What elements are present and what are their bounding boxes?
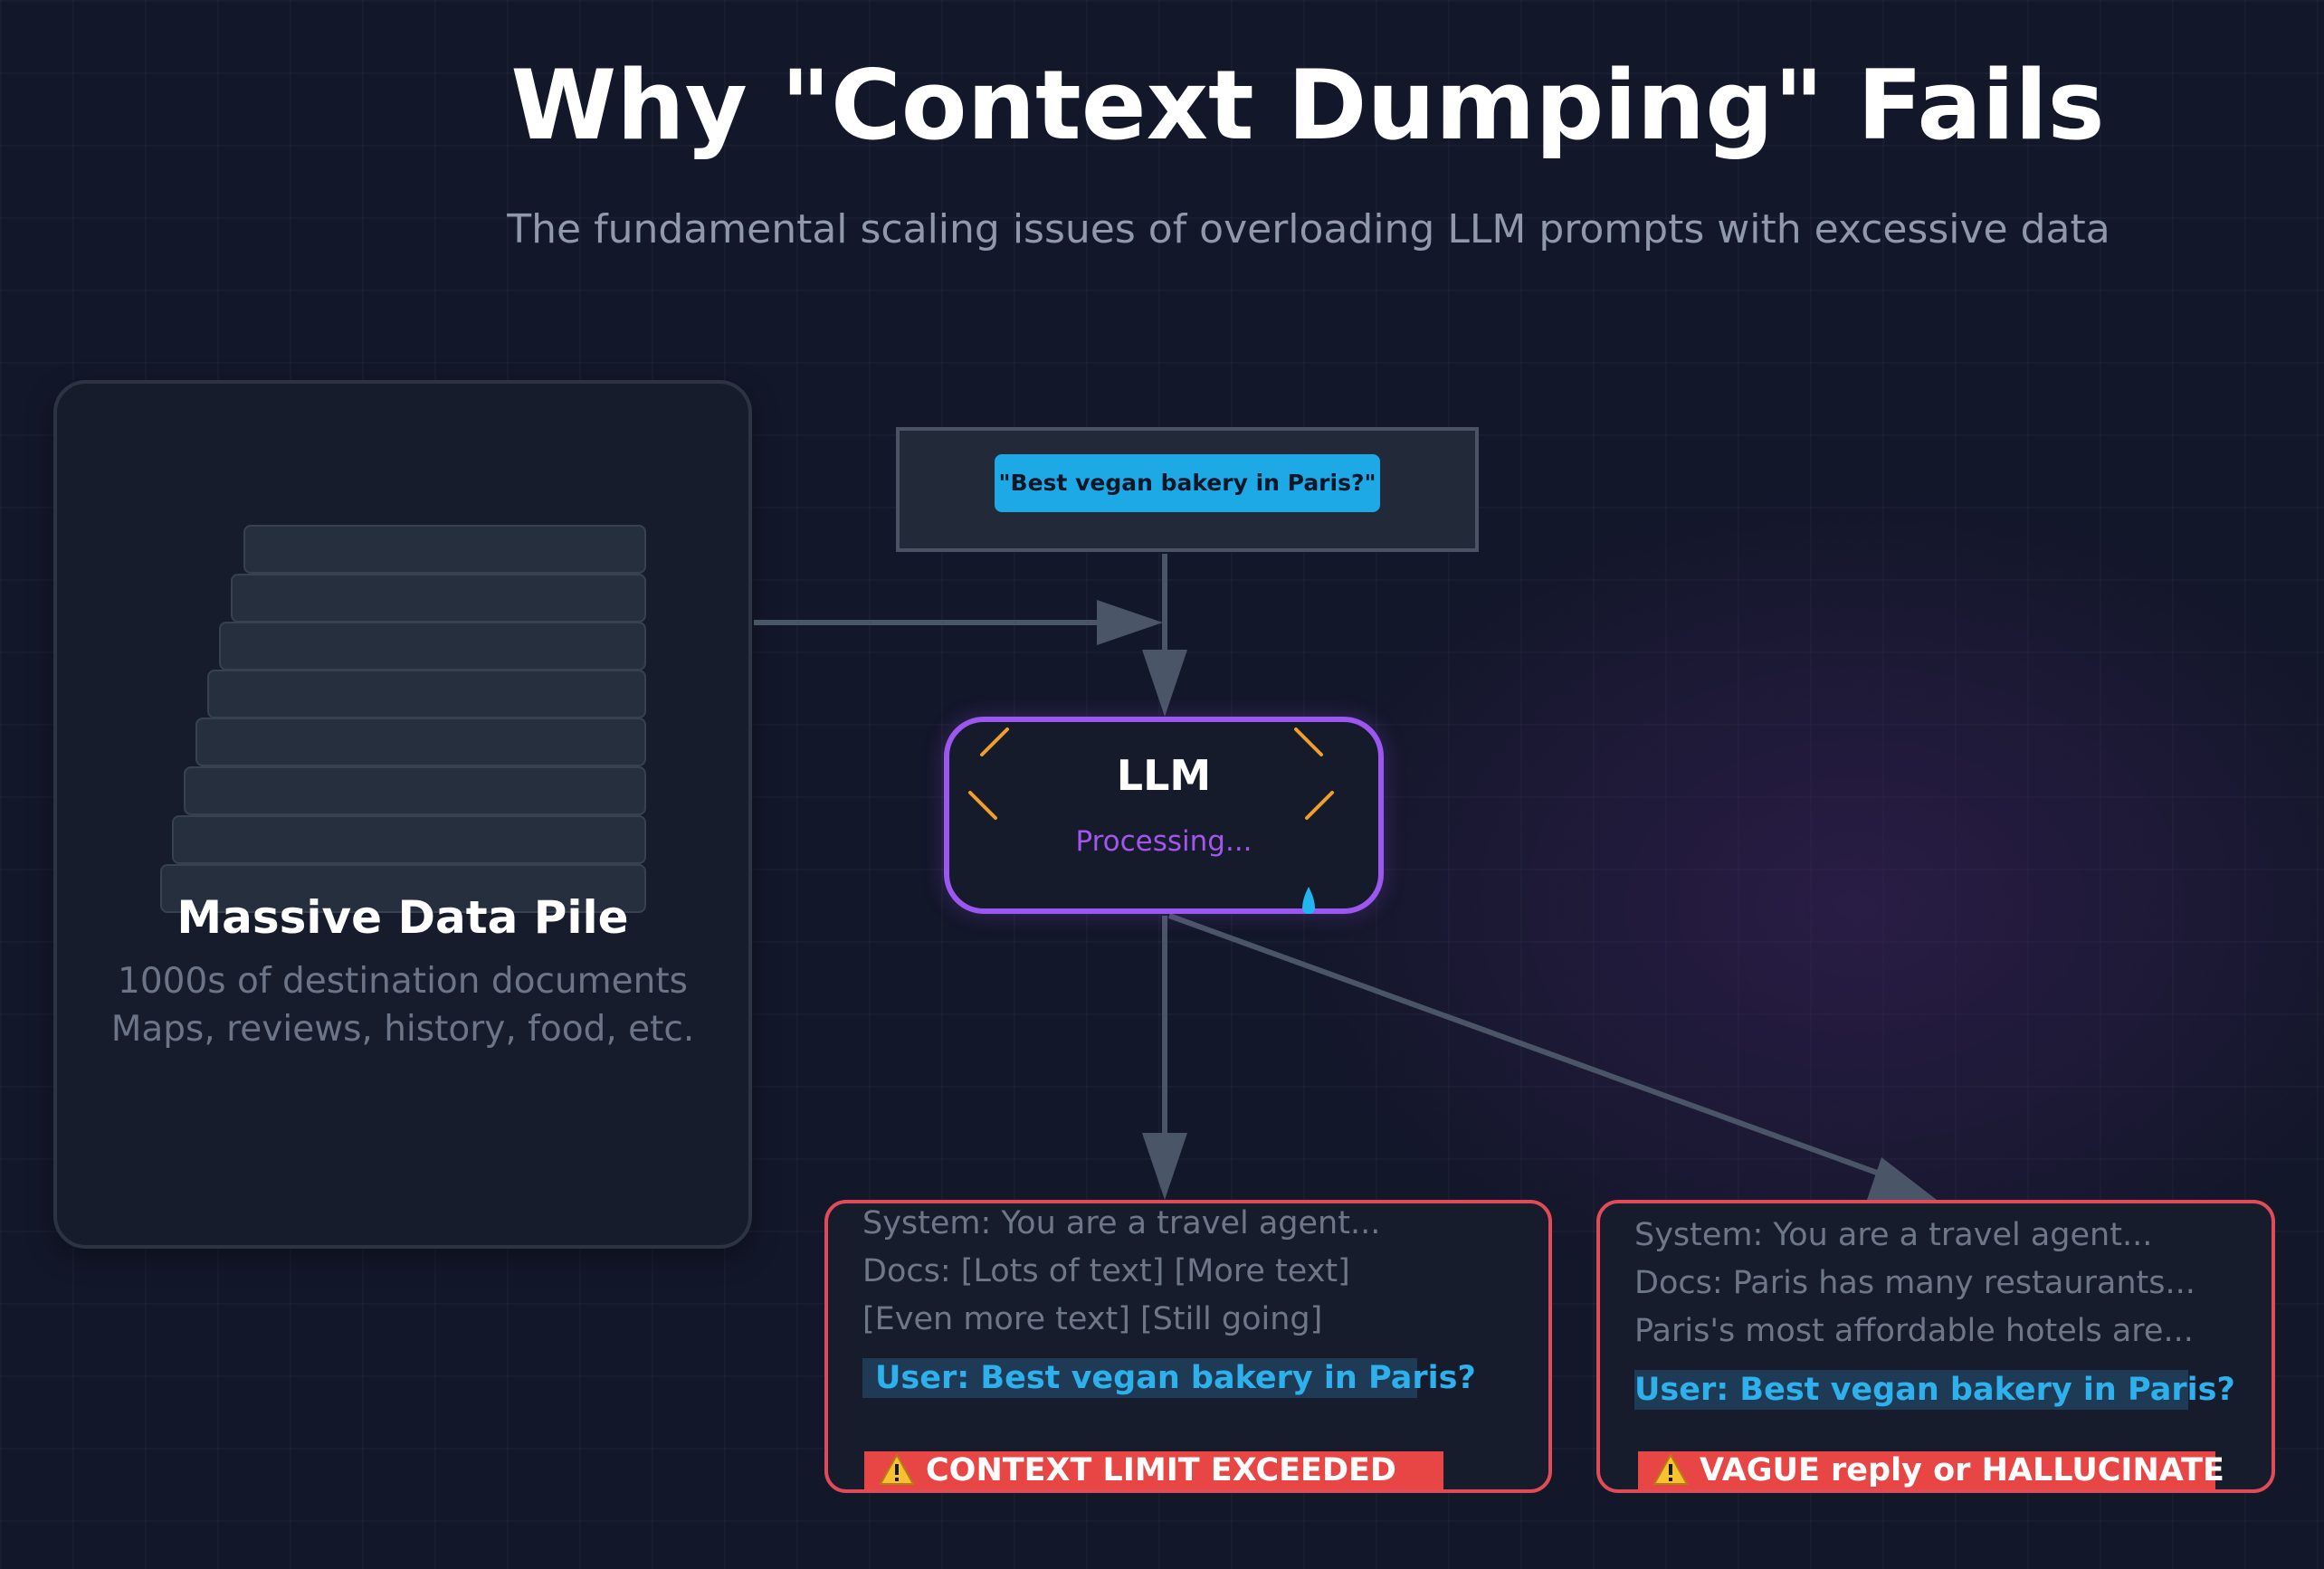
outcome-left-system-line: System: You are a travel agent... (862, 1205, 1381, 1241)
arrowhead-right (1097, 600, 1163, 645)
outcome-left-user-query: User: Best vegan bakery in Paris? (862, 1358, 1476, 1398)
warning-icon (1653, 1452, 1689, 1485)
outcome-right-user-query: User: Best vegan bakery in Paris? (1634, 1370, 2235, 1410)
document-sheet (243, 525, 646, 574)
outcome-right-system-line: System: You are a travel agent... (1634, 1217, 2153, 1253)
outcome-left-docs-line: Docs: [Lots of text] [More text] (862, 1253, 1350, 1289)
spark-icon (1305, 791, 1334, 820)
llm-title: LLM (1116, 751, 1212, 800)
page-title: Why "Context Dumping" Fails (510, 50, 2105, 161)
warning-icon (879, 1452, 915, 1485)
outcome-right-docs-line: Docs: Paris has many restaurants... (1634, 1265, 2195, 1301)
sweat-drop-icon (1302, 887, 1315, 914)
arrowhead-down (1142, 1133, 1187, 1200)
spark-icon (1294, 727, 1323, 756)
arrow-llm-to-right-outcome (1167, 913, 1889, 1179)
spark-icon (968, 791, 997, 820)
llm-status: Processing... (1075, 825, 1252, 858)
outcome-left-docs-line-2: [Even more text] [Still going] (862, 1301, 1323, 1337)
arrowhead-diagonal (1867, 1157, 1937, 1200)
hallucination-warning-text: VAGUE reply or HALLUCINATE (1700, 1452, 2224, 1488)
arrowhead-down (1142, 650, 1187, 717)
data-pile-title: Massive Data Pile (176, 891, 629, 944)
document-sheet (184, 766, 646, 815)
spark-icon (980, 727, 1009, 756)
outcome-hallucination-panel (1596, 1200, 2275, 1493)
outcome-right-docs-line-2: Paris's most affordable hotels are... (1634, 1313, 2194, 1349)
document-sheet (172, 815, 646, 864)
document-sheet (160, 864, 646, 913)
context-limit-warning: CONTEXT LIMIT EXCEEDED (864, 1451, 1443, 1489)
page-subtitle: The fundamental scaling issues of overlo… (507, 206, 2110, 252)
outcome-context-overflow-panel (824, 1200, 1552, 1493)
document-sheet (231, 574, 646, 623)
data-pile-description-line-2: Maps, reviews, history, food, etc. (110, 1009, 695, 1050)
query-pill: "Best vegan bakery in Paris?" (995, 454, 1380, 512)
data-pile-description-line-1: 1000s of destination documents (118, 961, 688, 1002)
context-limit-warning-text: CONTEXT LIMIT EXCEEDED (926, 1452, 1396, 1488)
hallucination-warning: VAGUE reply or HALLUCINATE (1638, 1451, 2224, 1489)
